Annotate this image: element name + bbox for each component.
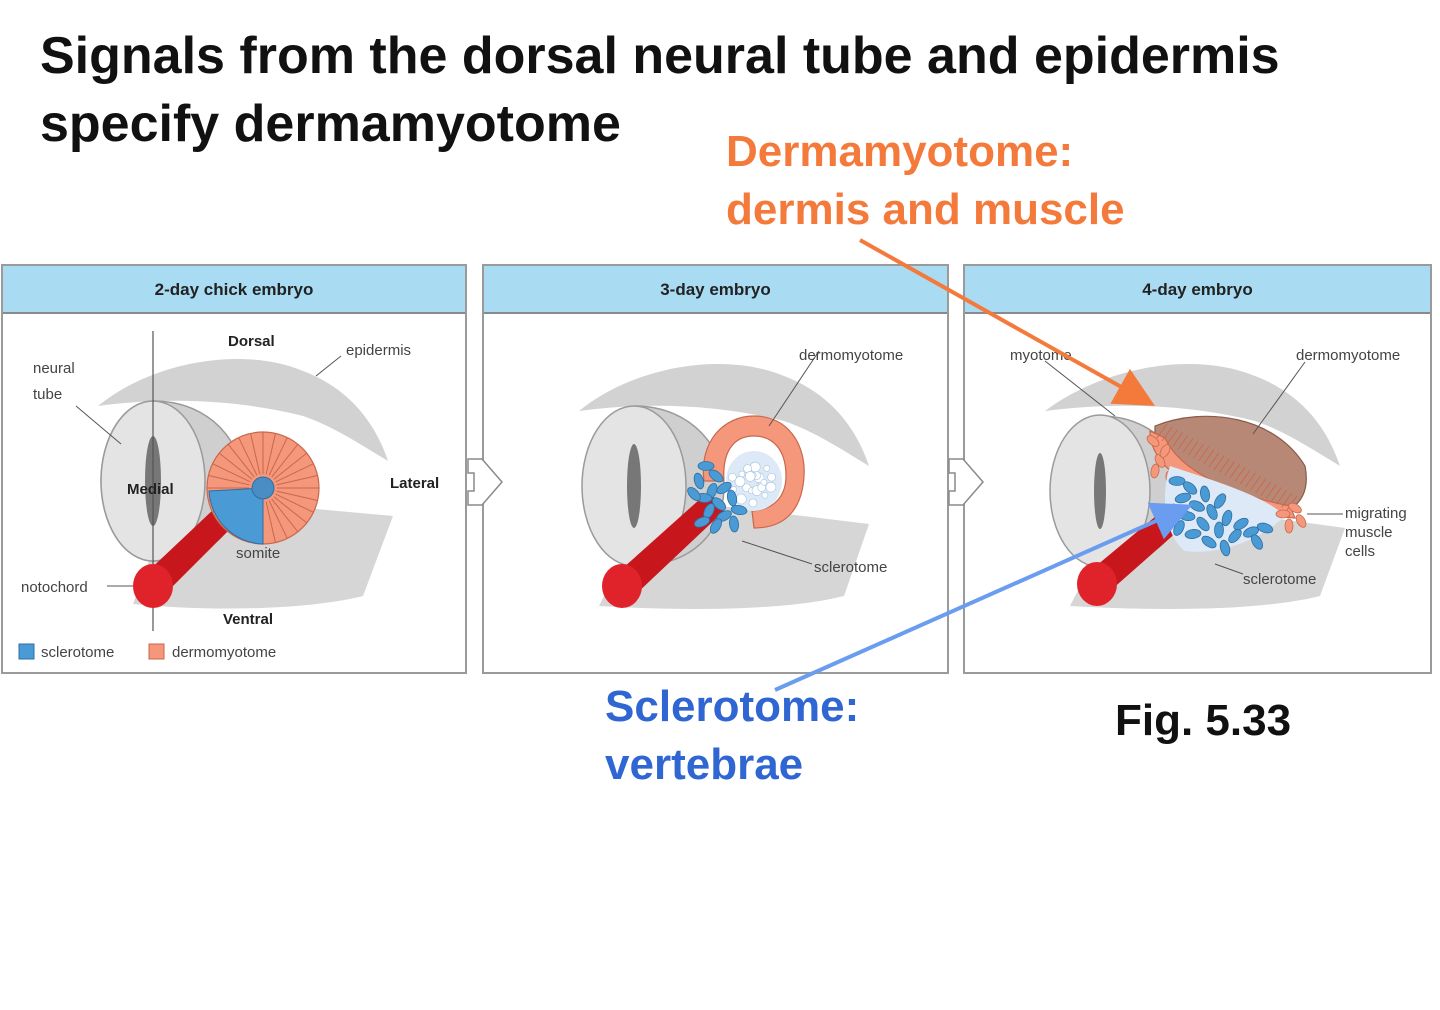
label-tube: tube bbox=[33, 386, 62, 403]
label-medial: Medial bbox=[127, 481, 174, 498]
label-dermomyotome: dermomyotome bbox=[1296, 347, 1400, 364]
label-myotome: myotome bbox=[1010, 347, 1072, 364]
label-somite: somite bbox=[236, 545, 280, 562]
panel-2-day-chick-embryo: 2-day chick embryo Dorsal bbox=[1, 264, 467, 674]
slide-title-line-1: Signals from the dorsal neural tube and … bbox=[40, 27, 1280, 85]
epidermis-sheet bbox=[579, 363, 869, 466]
callout-sclerotome: Sclerotome: vertebrae bbox=[605, 678, 859, 794]
label-neural: neural bbox=[33, 360, 75, 377]
label-notochord: notochord bbox=[21, 579, 88, 596]
migrating-muscle-cells bbox=[1275, 502, 1307, 534]
embryo-3-day-illustration: dermomyotome sclerotome bbox=[579, 347, 903, 609]
panel-3-day-embryo: 3-day embryo dermomyotome sclerotome bbox=[482, 264, 949, 674]
neural-tube-lumen bbox=[627, 444, 641, 528]
neural-tube-lumen bbox=[1094, 453, 1106, 529]
label-sclerotome: sclerotome bbox=[1243, 571, 1316, 588]
label-ventral: Ventral bbox=[223, 611, 273, 628]
notochord bbox=[614, 491, 724, 596]
embryo-2-day-illustration: Dorsal epidermis neural tube Medial Late… bbox=[18, 331, 439, 661]
slide-title: Signals from the dorsal neural tube and … bbox=[40, 22, 1430, 158]
legend-label-sclerotome: sclerotome bbox=[41, 644, 114, 661]
label-epidermis: epidermis bbox=[346, 342, 411, 359]
label-dermomyotome: dermomyotome bbox=[799, 347, 903, 364]
label-lateral: Lateral bbox=[390, 475, 439, 492]
panel-4-day-embryo: 4-day embryo myotome dermomyotome migrat… bbox=[963, 264, 1432, 674]
somite bbox=[206, 431, 320, 545]
label-migrating: migrating bbox=[1345, 505, 1407, 522]
legend-swatch-dermomyotome bbox=[148, 643, 165, 660]
epidermis-sheet bbox=[98, 358, 388, 461]
next-stage-arrow-icon bbox=[467, 458, 503, 506]
callout-dermamyotome-line-1: Dermamyotome: bbox=[726, 127, 1074, 176]
callout-dermamyotome-line-2: dermis and muscle bbox=[726, 185, 1125, 234]
next-stage-arrow-icon bbox=[948, 458, 984, 506]
legend-label-dermomyotome: dermomyotome bbox=[172, 644, 276, 661]
label-muscle: muscle bbox=[1345, 524, 1393, 541]
legend-swatch-sclerotome bbox=[18, 643, 35, 660]
callout-sclerotome-line-2: vertebrae bbox=[605, 740, 804, 789]
label-sclerotome: sclerotome bbox=[814, 559, 887, 576]
label-cells: cells bbox=[1345, 543, 1375, 560]
label-dorsal: Dorsal bbox=[228, 333, 275, 350]
slide-title-line-2: specify dermamyotome bbox=[40, 95, 621, 153]
callout-dermamyotome: Dermamyotome: dermis and muscle bbox=[726, 123, 1125, 239]
legend: sclerotome dermomyotome bbox=[18, 643, 276, 661]
sclerotome-cells bbox=[687, 461, 748, 534]
embryo-4-day-illustration: myotome dermomyotome migrating muscle ce… bbox=[1010, 347, 1407, 609]
figure-label: Fig. 5.33 bbox=[1115, 696, 1292, 745]
sclerotome-cells bbox=[1165, 466, 1285, 557]
dermomyotome bbox=[702, 415, 805, 529]
panel-header: 2-day chick embryo bbox=[3, 266, 465, 314]
callout-sclerotome-line-1: Sclerotome: bbox=[605, 682, 860, 731]
